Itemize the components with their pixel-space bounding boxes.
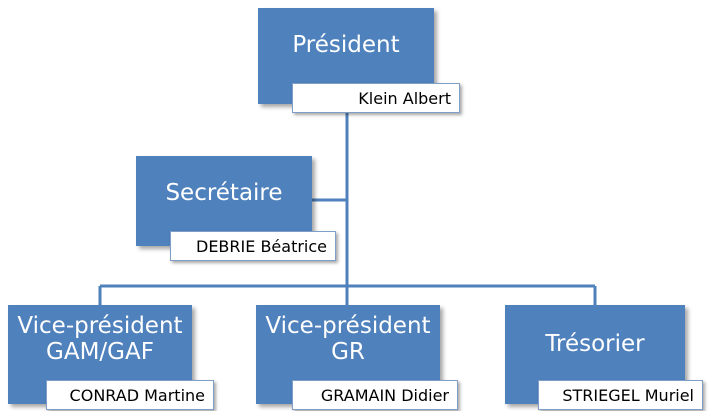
- vp-gam-name: CONRAD Martine: [46, 380, 214, 410]
- secretaire-title: Secrétaire: [165, 180, 283, 206]
- vp-gr-title: Vice-président GR: [256, 313, 440, 366]
- president-name: Klein Albert: [292, 83, 460, 113]
- tresorier-title: Trésorier: [545, 331, 645, 357]
- president-title: Président: [292, 32, 400, 58]
- tresorier-name: STRIEGEL Muriel: [538, 380, 703, 410]
- vp-gr-name: GRAMAIN Didier: [292, 380, 458, 410]
- vp-gr-title-line2: GR: [331, 339, 365, 366]
- vp-gam-title-line1: Vice-président: [17, 313, 183, 339]
- secretaire-name: DEBRIE Béatrice: [170, 231, 336, 261]
- vp-gr-title-line1: Vice-président: [265, 313, 431, 339]
- vp-gam-title-line2: GAM/GAF: [46, 339, 154, 366]
- vp-gam-title: Vice-président GAM/GAF: [8, 313, 192, 366]
- vp-gam-box: Vice-président GAM/GAF: [8, 305, 192, 404]
